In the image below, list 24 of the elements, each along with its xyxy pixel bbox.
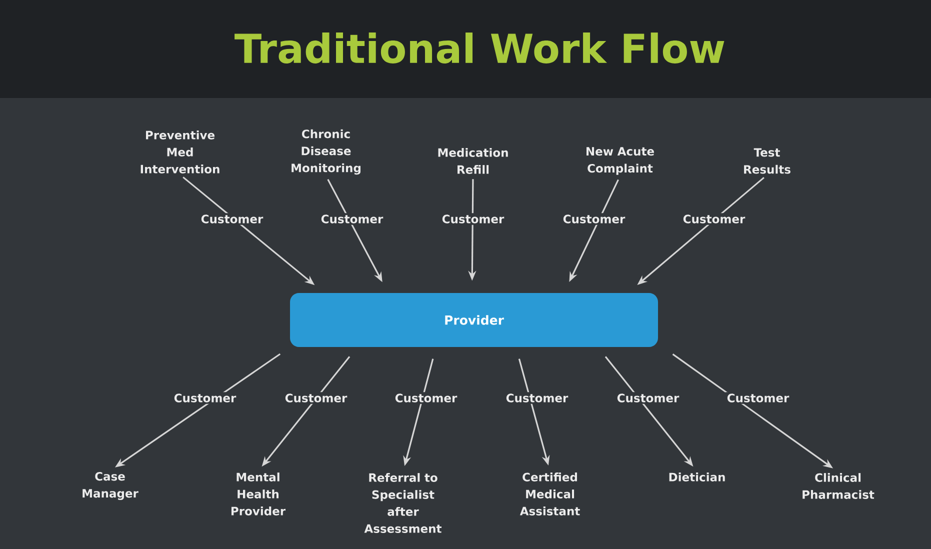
title: Traditional Work Flow	[234, 32, 724, 64]
node-label: Chronic Disease Monitoring	[292, 129, 360, 175]
process-box: Provider	[290, 293, 658, 347]
edge-label: Customer	[199, 213, 265, 225]
edge-label: Customer	[504, 392, 570, 404]
node-label: Mental Health Provider	[231, 472, 286, 516]
node-label: Certified Medical Assistant	[520, 472, 580, 516]
edge-label: Customer	[681, 213, 747, 225]
node-label: Referral to Specialist after Assessment	[364, 473, 442, 533]
node-label: Preventive Med Intervention	[140, 130, 220, 174]
edge-label: Customer	[615, 392, 681, 404]
node-label: Dietician	[669, 472, 725, 482]
edge-label: Customer	[283, 392, 349, 404]
edge-label: Customer	[393, 392, 459, 404]
node-label: Medication Refill	[438, 148, 508, 174]
edge-label: Customer	[172, 392, 238, 404]
node-label: Test Results	[744, 148, 790, 174]
node-label: Case Manager	[82, 472, 138, 500]
node-label: New Acute Complaint	[586, 147, 654, 175]
node-label: Clinical Pharmacist	[802, 473, 874, 499]
edge-label: Customer	[440, 213, 506, 225]
edge-label: Customer	[561, 213, 627, 225]
edge-label: Customer	[725, 392, 791, 404]
edge-label: Customer	[319, 213, 385, 225]
